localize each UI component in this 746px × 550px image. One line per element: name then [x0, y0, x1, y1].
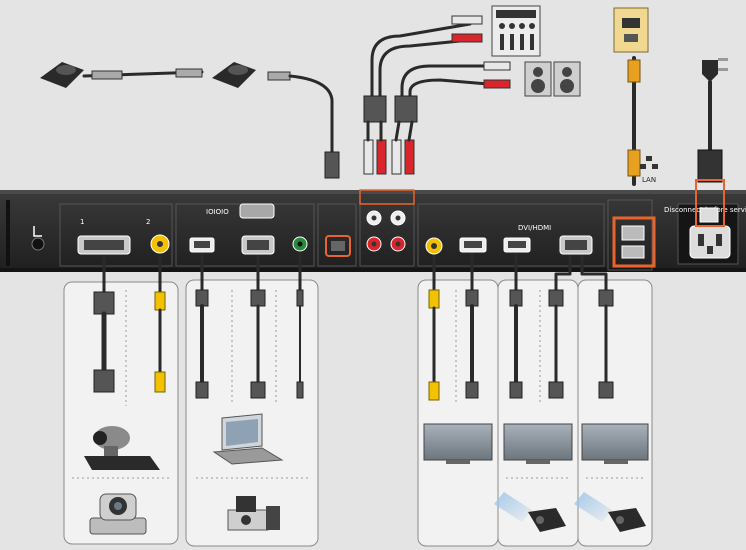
dvi-plug — [93, 291, 115, 315]
dvi-plug — [509, 381, 523, 399]
speaker-icon — [524, 61, 552, 97]
power-connector-highlight — [695, 179, 725, 227]
mic-connector — [91, 70, 123, 80]
audio-in-cable-red — [378, 38, 472, 106]
rca-plug-red — [376, 139, 387, 175]
audio-mixer-icon — [491, 5, 541, 57]
input-device-card-pc — [185, 279, 319, 547]
rca-plug-white — [391, 139, 402, 175]
serial-port[interactable] — [239, 203, 275, 219]
audio-out-cable — [400, 64, 490, 102]
ground-terminal — [31, 226, 45, 251]
lan-label: LAN — [642, 176, 656, 184]
audio-port-highlight — [359, 189, 415, 205]
audio-jack-plug — [296, 289, 304, 307]
vga-plug — [548, 381, 564, 399]
power-switch[interactable] — [699, 207, 719, 223]
composite-plug — [154, 291, 166, 311]
input-device-card-camera — [63, 281, 179, 545]
mic-cable-to-unit — [288, 74, 334, 154]
audio-jack-plug — [296, 381, 304, 399]
vga-output-cable — [554, 254, 572, 294]
power-connector — [697, 149, 723, 183]
monitor-icon — [503, 423, 573, 464]
rca-plug-white — [451, 15, 483, 25]
lan-port[interactable] — [621, 225, 645, 241]
speaker-icon — [553, 61, 581, 97]
monitor-icon — [423, 423, 493, 464]
composite-plug — [428, 289, 440, 309]
dvi-plug — [509, 289, 523, 307]
rca-plug-white — [363, 139, 374, 175]
sdi-label: IOIOIO — [206, 208, 229, 216]
rca-plug-red — [404, 139, 415, 175]
dvi-input-number: 1 — [80, 218, 84, 226]
document-camera-icon — [227, 496, 280, 531]
monitor-icon — [581, 423, 649, 464]
lan-port-highlight — [612, 216, 656, 268]
projector-icon — [494, 492, 566, 532]
microphone-icon — [40, 62, 84, 88]
composite-input-number: 2 — [146, 218, 150, 226]
vga-plug — [598, 289, 614, 307]
audio-in-cable — [370, 22, 472, 102]
lan-icon — [640, 156, 658, 169]
output-device-card-monitor-3 — [577, 279, 653, 547]
composite-plug — [428, 381, 440, 401]
laptop-icon — [212, 413, 284, 465]
lan-plug — [627, 149, 641, 177]
dvi-plug — [93, 369, 115, 393]
vga-plug — [598, 381, 614, 399]
camera-icon — [84, 426, 160, 470]
hdmi-plug — [465, 289, 479, 307]
vga-plug — [548, 289, 564, 307]
dvi-output-label: DVI/HDMI — [518, 224, 551, 232]
ptz-camera-icon — [89, 493, 147, 535]
rca-plug-white — [483, 61, 511, 71]
output-device-card-monitor-1 — [417, 279, 499, 547]
hdmi-plug — [465, 381, 479, 399]
microphone-icon — [212, 62, 256, 88]
rca-plug-red — [483, 79, 511, 89]
rca-plug-red — [451, 33, 483, 43]
mic-plug — [324, 151, 340, 179]
lan-wall-jack-icon — [613, 7, 649, 53]
mic-connector — [175, 68, 203, 78]
lan-plug — [627, 59, 641, 83]
usb-port[interactable] — [621, 245, 645, 259]
y-splitter — [394, 95, 418, 123]
vga-plug — [250, 289, 266, 307]
hdmi-plug — [195, 289, 209, 307]
mic-input-port[interactable] — [325, 235, 351, 257]
vga-plug — [250, 381, 266, 399]
mic-connector — [267, 71, 291, 81]
hdmi-plug — [195, 381, 209, 399]
power-plug-icon — [702, 58, 728, 82]
projector-icon — [574, 492, 646, 532]
audio-out-cable-red — [408, 78, 490, 106]
vga-output-cable-2 — [580, 254, 608, 294]
composite-plug — [154, 371, 166, 393]
y-splitter — [363, 95, 387, 123]
